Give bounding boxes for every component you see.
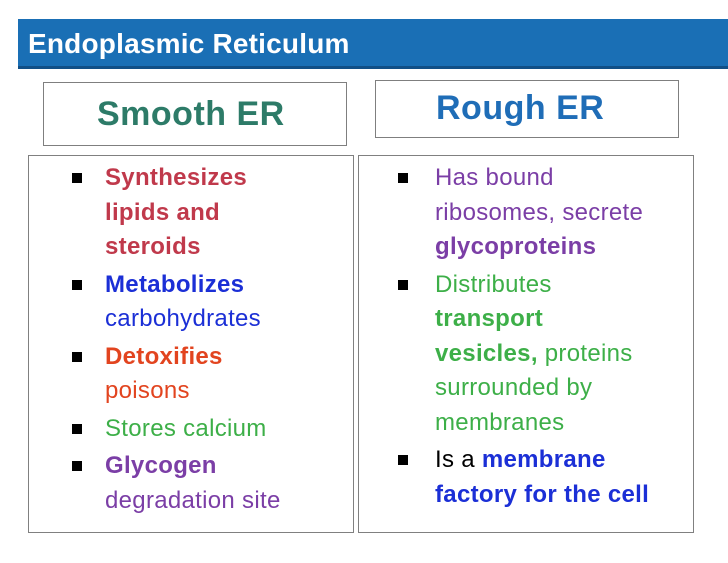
list-item-line: Has bound — [435, 161, 554, 195]
list-item-text: transport — [435, 305, 544, 332]
list-item-text: poisons — [105, 377, 190, 404]
list-item-line: membranes — [435, 406, 564, 440]
list-item-line: Synthesizes — [105, 161, 247, 195]
list-item-line: glycoproteins — [435, 230, 596, 264]
smooth-er-header: Smooth ER — [43, 82, 347, 146]
list-item-line: factory for the cell — [435, 478, 649, 512]
list-item-line: Metabolizes — [105, 268, 244, 302]
list-item-text: Has bound — [435, 164, 554, 191]
list-item-line: degradation site — [105, 484, 281, 518]
list-item-text: ribosomes, secrete — [435, 198, 644, 226]
list-item-line: lipids and — [105, 196, 220, 230]
bullet-icon — [72, 423, 82, 434]
list-item-text: membrane — [481, 446, 606, 473]
list-item-text: membranes — [435, 408, 565, 436]
list-item-text: glycoproteins — [435, 233, 597, 260]
list-item-text: proteins — [537, 339, 633, 367]
list-item-text: degradation site — [105, 486, 281, 514]
list-item-line: Glycogen — [105, 449, 217, 483]
bullet-icon — [398, 279, 408, 290]
page-title: Endoplasmic Reticulum — [28, 28, 350, 59]
list-item-line: Is a membrane — [435, 443, 606, 477]
list-item-text: Is a — [435, 446, 482, 473]
list-item-text: steroids — [105, 233, 201, 260]
list-item-line: poisons — [105, 374, 190, 408]
rough-er-header: Rough ER — [375, 80, 679, 138]
list-item-text: Synthesizes — [105, 164, 248, 191]
rough-er-title: Rough ER — [436, 89, 605, 127]
list-item-text: carbohydrates — [105, 305, 261, 332]
list-item-line: surrounded by — [435, 371, 592, 405]
list-item-text: Stores calcium — [105, 414, 267, 442]
list-item-line: Detoxifies — [105, 340, 223, 374]
list-item-text: Detoxifies — [105, 342, 223, 370]
list-item-line: ribosomes, secrete — [435, 196, 643, 230]
list-item-line: carbohydrates — [105, 302, 261, 336]
list-item-line: transport — [435, 302, 543, 336]
title-bar: Endoplasmic Reticulum — [18, 19, 728, 69]
list-item-text: vesicles, — [435, 339, 538, 367]
list-item-line: steroids — [105, 230, 201, 264]
rough-er-list: Has bound ribosomes, secrete glycoproteins… — [358, 155, 694, 533]
list-item-line: Stores calcium — [105, 412, 267, 446]
bullet-icon — [72, 173, 82, 183]
list-item-text: lipids and — [105, 198, 221, 226]
list-item-text: Glycogen — [105, 452, 217, 479]
list-item-line: Distributes — [435, 268, 552, 302]
list-item-text: Distributes — [435, 270, 552, 298]
list-item-text: Metabolizes — [105, 270, 245, 298]
bullet-icon — [398, 455, 408, 465]
bullet-icon — [72, 351, 82, 362]
bullet-icon — [72, 461, 82, 471]
list-item-line: vesicles, proteins — [435, 337, 633, 371]
list-item-text: factory for the cell — [435, 480, 650, 508]
smooth-er-title: Smooth ER — [97, 95, 285, 133]
list-item-text: surrounded by — [435, 374, 593, 401]
bullet-icon — [72, 279, 82, 290]
bullet-icon — [398, 173, 408, 183]
